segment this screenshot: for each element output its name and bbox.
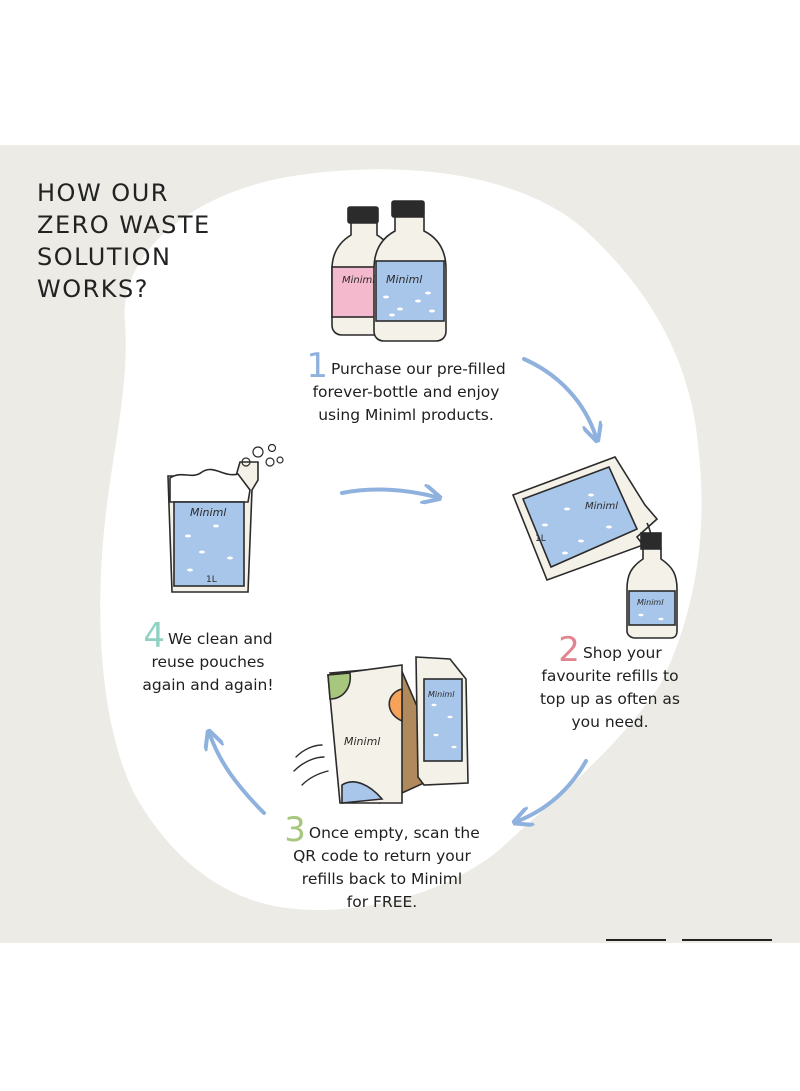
arrow-icon (522, 357, 596, 437)
step-number: 3 (284, 810, 306, 850)
divider (682, 939, 772, 941)
bottle-brand-label: Miniml (386, 273, 422, 286)
foaming-pouch-icon: Miniml 1L (167, 443, 284, 593)
background-blob (100, 169, 702, 911)
bottle-brand-label: Miniml (342, 275, 375, 286)
pouch-volume-label: 1L (206, 575, 217, 585)
pouch-brand-label: Miniml (585, 501, 618, 512)
pouring-pouch-icon: Miniml 1L Miniml (511, 456, 678, 639)
divider (606, 939, 666, 941)
pouch-brand-label: Miniml (190, 506, 226, 519)
pouch-volume-label: 1L (535, 534, 546, 544)
infographic-panel: HOW OUR ZERO WASTE SOLUTION WORKS? Minim… (0, 145, 800, 943)
mailer-box-icon: Miniml Miniml (293, 656, 469, 805)
step-number: 1 (306, 346, 328, 386)
pouch-brand-label: Miniml (428, 690, 455, 699)
step-number: 4 (143, 616, 165, 656)
arrows-layer (0, 357, 800, 943)
page-title: HOW OUR ZERO WASTE SOLUTION WORKS? (37, 179, 211, 303)
bottle-pair-icon: Miniml Miniml (331, 200, 447, 342)
arrow-icon (210, 735, 266, 815)
arrow-icon (518, 759, 588, 821)
box-brand-label: Miniml (344, 735, 380, 748)
arrow-icon (340, 490, 436, 497)
step-number: 2 (558, 630, 580, 670)
bottle-brand-label: Miniml (637, 598, 664, 607)
